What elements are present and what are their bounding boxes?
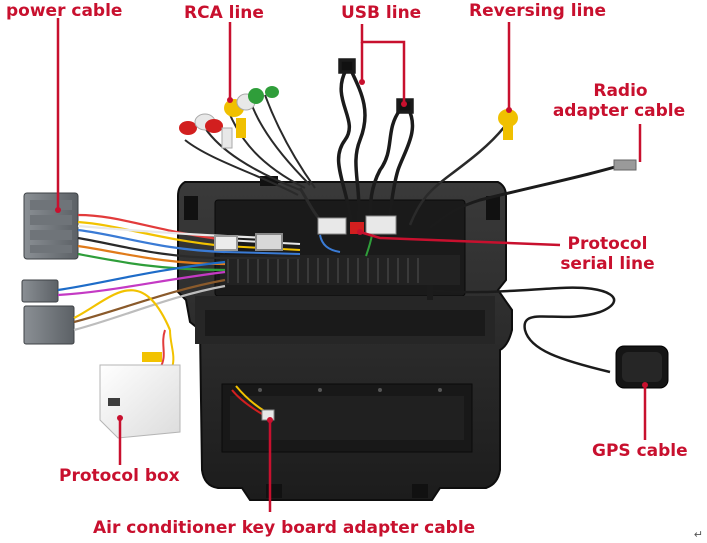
annotation-lines xyxy=(56,18,647,512)
protocol-box xyxy=(99,329,181,439)
label-protocol-serial-line2: serial line xyxy=(560,254,655,274)
back-connectors xyxy=(317,215,397,257)
label-power-cable: power cable xyxy=(6,1,123,21)
return-mark: ↵ xyxy=(693,528,703,541)
radio-adapter-cable xyxy=(429,159,637,230)
rca-cables xyxy=(179,86,324,224)
label-usb-line: USB line xyxy=(341,3,422,23)
power-cable-connector xyxy=(21,192,79,345)
power-cable-wires xyxy=(57,213,271,332)
label-reversing-line: Reversing line xyxy=(469,1,607,21)
wire-bundle-middle xyxy=(214,233,301,259)
label-radio-adapter-line1: Radio xyxy=(593,81,648,101)
label-gps-cable: GPS cable xyxy=(592,441,688,461)
label-protocol-serial-line1: Protocol xyxy=(567,234,648,254)
label-ac-keyboard-adapter-cable: Air conditioner key board adapter cable xyxy=(93,518,476,538)
label-protocol-box: Protocol box xyxy=(59,466,180,486)
label-radio-adapter-line2: adapter cable xyxy=(552,101,686,121)
label-rca-line: RCA line xyxy=(184,3,264,23)
annotation-dots xyxy=(55,79,648,423)
gps-cable xyxy=(427,285,669,389)
reversing-cable xyxy=(408,109,518,226)
ac-keyboard-adapter-cable xyxy=(231,385,275,421)
